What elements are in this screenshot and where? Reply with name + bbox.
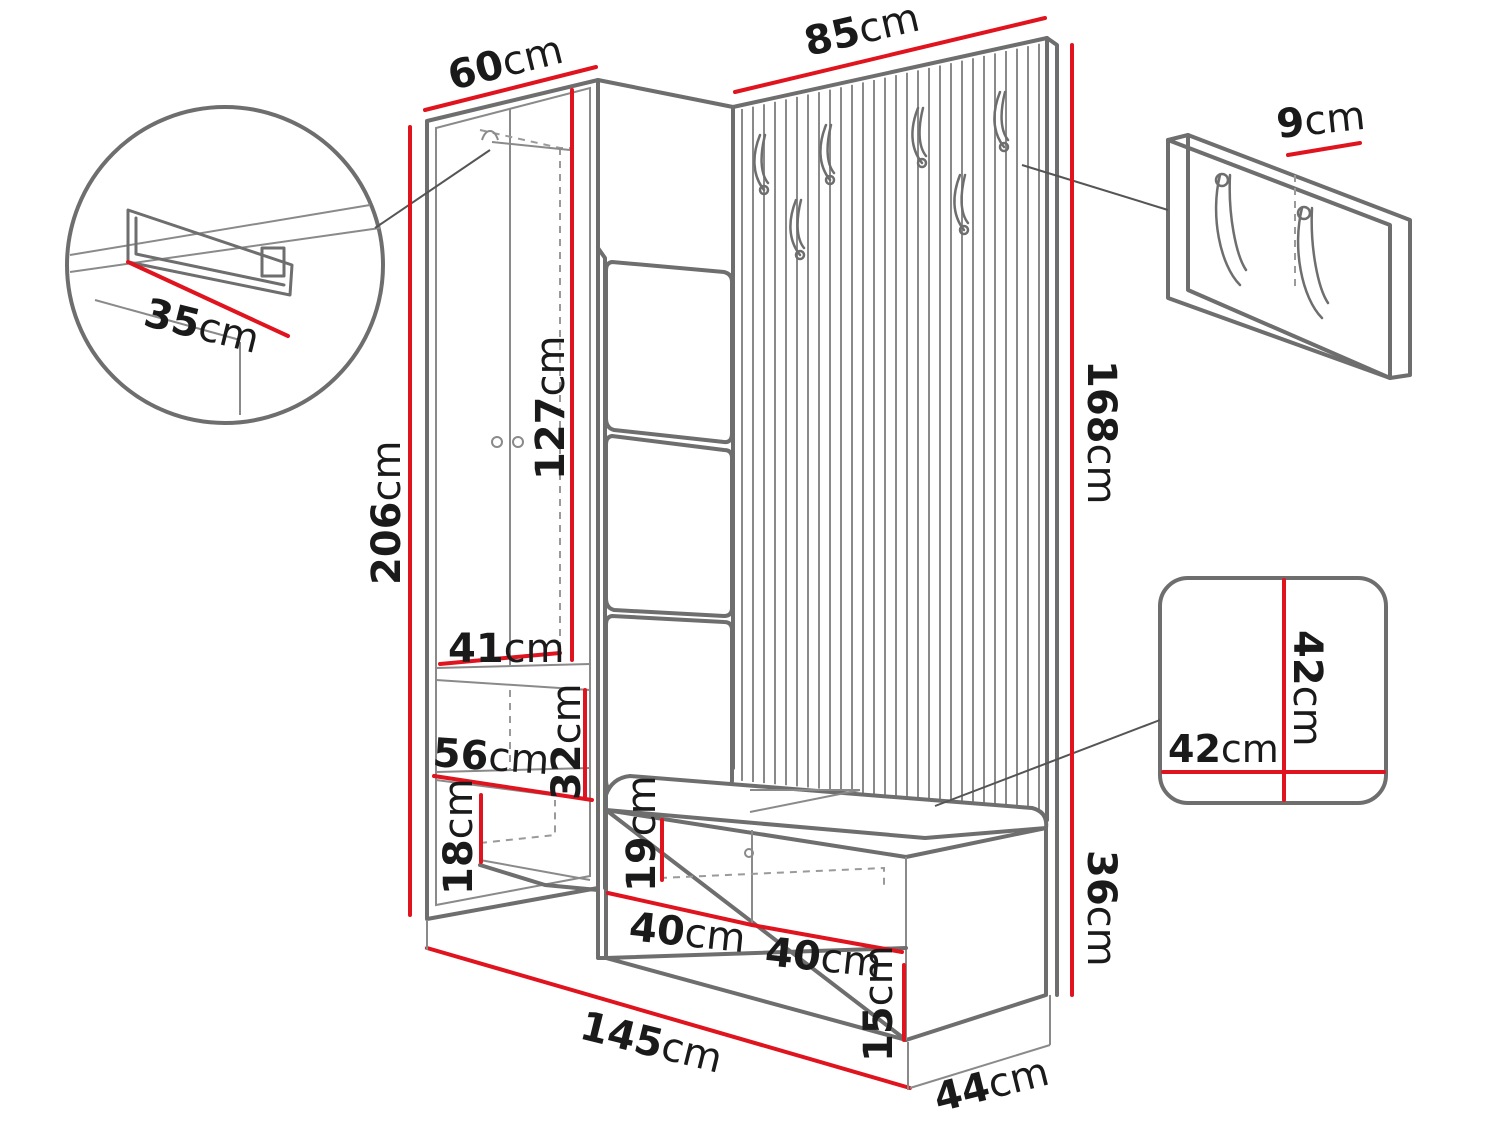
- dim-cabinet-height: 206cm: [364, 441, 410, 585]
- hook-panel-detail: [1021, 133, 1412, 380]
- dim-bench-shelf-height: 19cm: [619, 775, 665, 892]
- dimension-lines: [126, 16, 1386, 1090]
- dim-cabinet-inner-width: 41cm: [448, 626, 565, 672]
- cushion-detail: [934, 576, 1388, 807]
- coat-hook-icon: [819, 123, 836, 186]
- coat-hook-icon: [789, 198, 806, 261]
- coat-hook-icon: [911, 106, 928, 169]
- dim-cushion-width: 42cm: [1168, 727, 1279, 771]
- dim-cabinet-shelf-height: 18cm: [436, 778, 482, 895]
- dim-cabinet-inner-height: 127cm: [528, 336, 574, 480]
- dim-panel-depth: 9cm: [1274, 93, 1367, 148]
- rail-detail-magnifier: [65, 105, 491, 425]
- coat-hook-icon: [953, 173, 970, 236]
- coat-hook-icon: [1296, 205, 1330, 320]
- coat-hook-icon: [1214, 172, 1248, 287]
- dim-cushion-height: 42cm: [1284, 630, 1330, 747]
- dim-bench-depth: 44cm: [929, 1049, 1053, 1122]
- coat-back-panel: [731, 36, 1059, 997]
- dim-bench-compartment-1: 40cm: [627, 904, 748, 962]
- shoe-bench: [604, 774, 1049, 1042]
- dim-bench-compartment-2: 40cm: [763, 929, 884, 987]
- dim-bench-leg-height: 15cm: [856, 945, 902, 1062]
- coat-hook-icon: [993, 90, 1010, 153]
- coat-hook-icon: [753, 133, 770, 196]
- dim-cabinet-lower-height: 32cm: [544, 683, 590, 800]
- dimension-labels: 60cm 206cm 127cm 41cm 56cm 32cm 18cm 35c…: [140, 0, 1368, 1122]
- dim-panel-width: 85cm: [800, 0, 924, 66]
- dim-cabinet-lower-width: 56cm: [431, 730, 551, 784]
- dim-panel-height: 168cm: [1078, 360, 1124, 504]
- dim-bench-height: 36cm: [1078, 850, 1124, 967]
